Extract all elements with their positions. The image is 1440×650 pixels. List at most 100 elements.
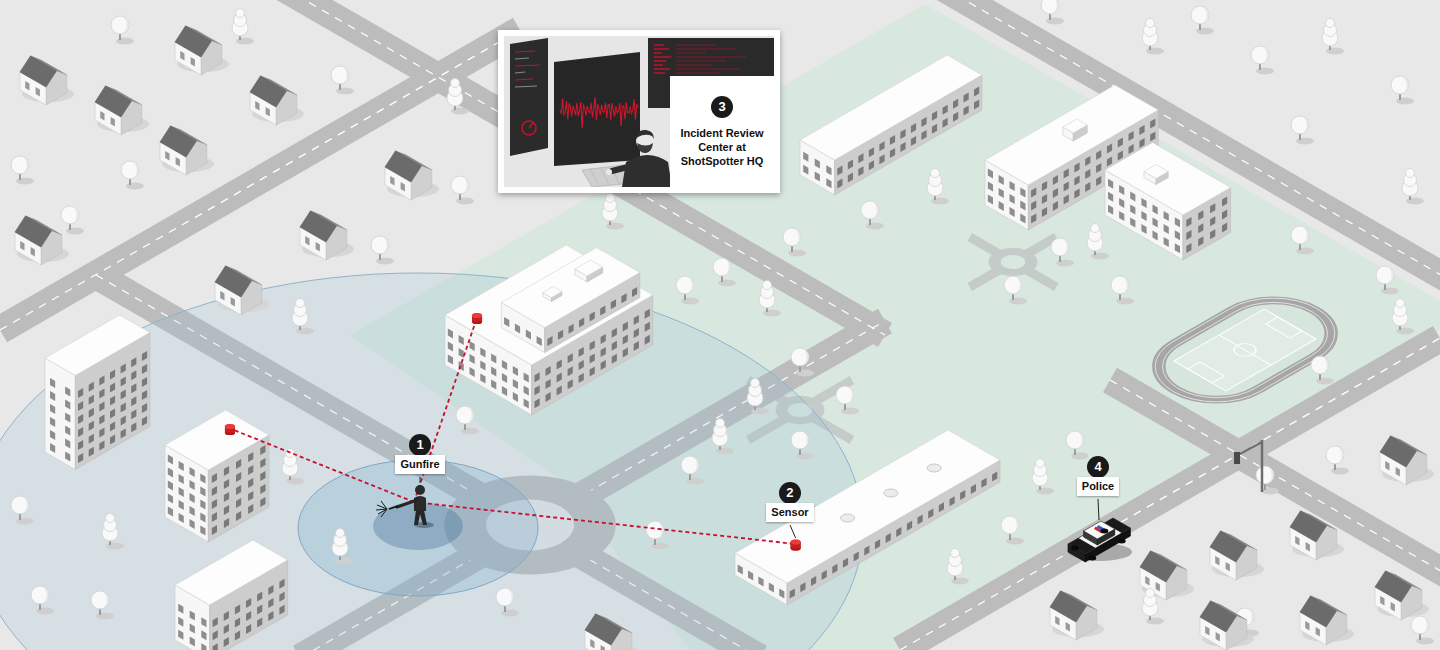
window xyxy=(911,136,916,146)
tree-crown xyxy=(456,406,474,424)
window xyxy=(1118,137,1123,147)
tree-shade xyxy=(724,259,730,276)
window xyxy=(179,487,184,497)
operator-hair xyxy=(636,130,654,139)
window xyxy=(231,297,235,307)
window xyxy=(748,571,753,581)
tree-shade xyxy=(102,592,108,609)
tree-crown xyxy=(91,591,109,609)
window xyxy=(168,494,173,504)
window xyxy=(201,630,206,640)
window xyxy=(1055,616,1059,626)
window xyxy=(988,169,993,179)
screen-line xyxy=(676,61,726,62)
window xyxy=(601,645,605,650)
window xyxy=(953,112,958,122)
tree-shadow xyxy=(1116,298,1134,305)
tree-shadow xyxy=(1406,198,1424,205)
callout-label: Gunfire xyxy=(395,455,444,474)
tree-shadow xyxy=(286,478,304,485)
tree-shadow xyxy=(501,610,519,617)
callout-number: 3 xyxy=(711,96,733,118)
window xyxy=(213,630,218,640)
window xyxy=(224,479,229,489)
window xyxy=(524,398,529,408)
window xyxy=(236,459,241,469)
tree-shadow xyxy=(1196,28,1214,35)
window xyxy=(260,458,265,468)
tree-shadow xyxy=(716,448,734,455)
tree-shadow xyxy=(451,108,469,115)
window xyxy=(1391,602,1395,612)
window xyxy=(121,428,126,438)
tree-shadow xyxy=(751,408,769,415)
tree-shadow xyxy=(236,38,254,45)
window xyxy=(1130,218,1135,228)
window xyxy=(1119,185,1124,195)
window xyxy=(1175,217,1180,227)
window xyxy=(212,525,217,535)
window xyxy=(31,247,35,257)
window xyxy=(142,377,147,387)
window xyxy=(537,336,542,346)
window xyxy=(65,439,70,449)
window xyxy=(623,321,628,331)
window xyxy=(212,512,217,522)
operator-beard xyxy=(637,143,653,153)
tree-crown xyxy=(1051,238,1069,256)
tree-crown xyxy=(791,431,809,449)
leader-line xyxy=(1098,499,1099,520)
window xyxy=(1010,181,1015,191)
window xyxy=(1305,621,1309,631)
building-roof xyxy=(175,540,288,605)
window xyxy=(1031,187,1036,197)
window xyxy=(601,347,606,357)
window xyxy=(1198,223,1203,233)
screen-line xyxy=(654,68,670,69)
tree-shadow xyxy=(1316,378,1334,385)
tree-crown xyxy=(1326,446,1344,464)
traffic-light-arm xyxy=(1238,442,1262,455)
window xyxy=(213,643,218,650)
tree-shadow xyxy=(1396,98,1414,105)
window xyxy=(89,434,94,444)
operator-hand xyxy=(606,169,612,175)
window xyxy=(248,478,253,488)
tree-crown xyxy=(1291,226,1309,244)
window xyxy=(826,178,831,188)
window xyxy=(99,402,104,412)
tree-crown xyxy=(1406,169,1415,178)
window xyxy=(110,396,115,406)
window xyxy=(590,367,595,377)
window xyxy=(1215,556,1219,566)
screen-line xyxy=(515,65,540,66)
window xyxy=(1064,169,1069,179)
tree-crown xyxy=(1091,224,1100,233)
window xyxy=(932,124,937,134)
window xyxy=(1150,132,1155,142)
tree-crown xyxy=(451,79,460,88)
window xyxy=(260,497,265,507)
window xyxy=(1064,182,1069,192)
window xyxy=(235,604,240,614)
window xyxy=(50,443,55,453)
window xyxy=(758,577,763,587)
window xyxy=(513,366,518,376)
screen-line xyxy=(654,72,665,73)
window xyxy=(1186,217,1191,227)
window xyxy=(988,195,993,205)
monitor-screen xyxy=(554,52,640,166)
sound-path xyxy=(414,318,477,503)
window xyxy=(200,525,205,535)
tree-crown xyxy=(1256,466,1274,484)
window xyxy=(168,507,173,517)
gun xyxy=(389,506,398,509)
tree-shadow xyxy=(126,183,144,190)
sound-path xyxy=(230,429,414,503)
window xyxy=(1107,157,1112,167)
window xyxy=(255,101,259,111)
window xyxy=(568,353,573,363)
window xyxy=(1053,201,1058,211)
window xyxy=(236,485,241,495)
tree-shadow xyxy=(651,543,669,550)
